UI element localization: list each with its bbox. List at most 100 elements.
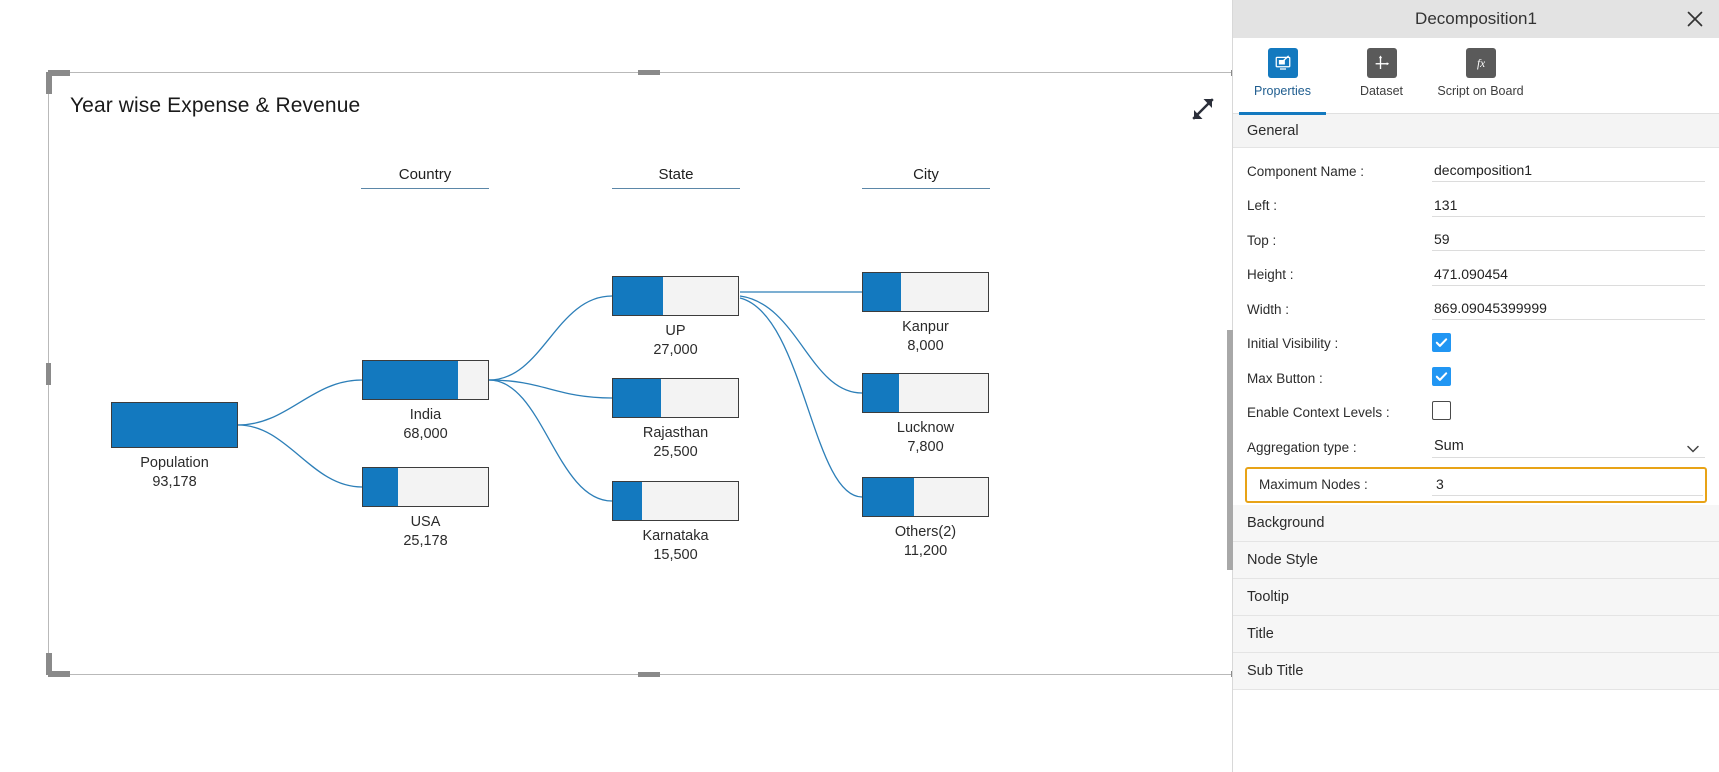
panel-header: Decomposition1: [1233, 0, 1719, 38]
node-karnataka[interactable]: [612, 481, 739, 521]
accordion-sub-title-label: Sub Title: [1247, 662, 1304, 679]
accordion-node-style-label: Node Style: [1247, 551, 1318, 568]
column-header-state-label: State: [658, 166, 694, 183]
node-fill: [863, 374, 900, 412]
aggregation-type-select[interactable]: Sum: [1432, 436, 1705, 459]
node-value: 7,800: [907, 439, 944, 455]
node-fill: [363, 361, 458, 399]
node-label-population: Population 93,178: [91, 454, 258, 492]
property-label: Max Button :: [1247, 370, 1323, 386]
decomposition-widget[interactable]: Year wise Expense & Revenue Country Stat…: [56, 76, 1232, 671]
column-header-rule: [361, 188, 489, 189]
resize-handle-left-bottom[interactable]: [46, 653, 52, 675]
tab-script-on-board[interactable]: fx Script on Board: [1431, 48, 1530, 114]
property-row-initial-visibility: Initial Visibility :: [1233, 327, 1719, 362]
node-label-usa: USA 25,178: [342, 513, 509, 551]
node-label-karnataka: Karnataka 15,500: [592, 527, 759, 565]
fx-icon: fx: [1465, 48, 1496, 78]
panel-tabs[interactable]: Properties Dataset fx: [1233, 38, 1719, 115]
node-name: USA: [410, 514, 441, 530]
resize-handle-middle-left[interactable]: [46, 363, 51, 385]
node-label-kanpur: Kanpur 8,000: [842, 318, 1009, 356]
close-icon[interactable]: [1685, 9, 1705, 29]
property-label: Width :: [1247, 301, 1290, 317]
left-input[interactable]: [1432, 194, 1705, 217]
column-header-city: City: [862, 166, 990, 189]
resize-handle-bottom-center[interactable]: [638, 672, 660, 677]
node-fill: [613, 482, 642, 520]
initial-visibility-checkbox[interactable]: [1432, 332, 1451, 352]
resize-handle-left-top[interactable]: [46, 72, 52, 94]
design-canvas[interactable]: Year wise Expense & Revenue Country Stat…: [0, 0, 1232, 772]
node-fill: [863, 273, 901, 311]
column-header-city-label: City: [913, 166, 939, 183]
node-value: 25,500: [653, 444, 698, 460]
resize-handle-bottom-left[interactable]: [48, 671, 70, 677]
width-input[interactable]: [1432, 298, 1705, 321]
node-kanpur[interactable]: [862, 272, 989, 312]
chart-title: Year wise Expense & Revenue: [70, 94, 361, 117]
resize-handle-top-left[interactable]: [48, 70, 70, 76]
resize-handle-top-center[interactable]: [638, 70, 660, 75]
property-label: Top :: [1247, 232, 1277, 248]
node-name: Kanpur: [902, 319, 949, 335]
general-properties-list: Component Name : Left : Top : Height :: [1233, 148, 1719, 503]
property-label: Maximum Nodes :: [1259, 477, 1368, 492]
node-name: UP: [665, 323, 686, 339]
node-value: 68,000: [403, 426, 448, 442]
node-value: 27,000: [653, 342, 698, 358]
node-others[interactable]: [862, 477, 989, 517]
panel-scrollbar[interactable]: [1227, 330, 1233, 570]
section-general-label: General: [1247, 122, 1299, 139]
node-usa[interactable]: [362, 467, 489, 507]
expand-arrows-icon[interactable]: [1188, 94, 1218, 124]
section-general: General: [1233, 114, 1719, 148]
properties-panel[interactable]: Decomposition1 Properties: [1227, 0, 1719, 772]
screen-edit-icon: [1267, 48, 1298, 78]
max-button-checkbox[interactable]: [1432, 367, 1451, 387]
accordion-title[interactable]: Title: [1233, 615, 1719, 653]
node-lucknow[interactable]: [862, 373, 989, 413]
node-fill: [363, 468, 398, 506]
node-up[interactable]: [612, 276, 739, 316]
column-header-country: Country: [361, 166, 489, 189]
height-input[interactable]: [1432, 263, 1705, 286]
property-label: Left :: [1247, 198, 1278, 214]
node-name: Lucknow: [896, 420, 955, 436]
node-rajasthan[interactable]: [612, 378, 739, 418]
node-value: 11,200: [903, 543, 948, 559]
node-fill: [613, 277, 663, 315]
node-india[interactable]: [362, 360, 489, 400]
property-row-aggregation-type: Aggregation type : Sum: [1233, 430, 1719, 465]
node-fill: [613, 379, 661, 417]
maximum-nodes-input[interactable]: [1432, 473, 1703, 496]
node-label-india: India 68,000: [342, 406, 509, 444]
node-population[interactable]: [111, 402, 238, 448]
panel-title: Decomposition1: [1415, 9, 1537, 28]
accordion-title-label: Title: [1247, 625, 1274, 642]
property-label: Aggregation type :: [1247, 439, 1357, 455]
property-label: Enable Context Levels :: [1247, 405, 1390, 421]
tab-dataset[interactable]: Dataset: [1332, 48, 1431, 114]
node-label-rajasthan: Rajasthan 25,500: [592, 424, 759, 462]
node-name: Population: [140, 455, 209, 471]
node-name: India: [409, 407, 442, 423]
node-label-up: UP 27,000: [592, 322, 759, 360]
accordion-tooltip-label: Tooltip: [1247, 588, 1289, 605]
accordion-tooltip[interactable]: Tooltip: [1233, 578, 1719, 616]
accordion-sub-title[interactable]: Sub Title: [1233, 652, 1719, 690]
property-label: Component Name :: [1247, 163, 1365, 179]
column-header-state: State: [612, 166, 740, 189]
resize-handle-top-right[interactable]: [1231, 70, 1232, 76]
column-header-rule: [862, 188, 990, 189]
enable-context-levels-checkbox[interactable]: [1432, 400, 1451, 420]
top-input[interactable]: [1432, 229, 1705, 252]
property-label: Initial Visibility :: [1247, 336, 1339, 352]
component-name-input[interactable]: [1432, 160, 1705, 183]
accordion-node-style[interactable]: Node Style: [1233, 541, 1719, 579]
accordion-background[interactable]: Background: [1233, 504, 1719, 542]
node-value: 93,178: [152, 474, 197, 490]
tab-properties[interactable]: Properties: [1233, 48, 1332, 115]
property-row-max-button: Max Button :: [1233, 361, 1719, 396]
resize-handle-bottom-right[interactable]: [1231, 671, 1232, 677]
